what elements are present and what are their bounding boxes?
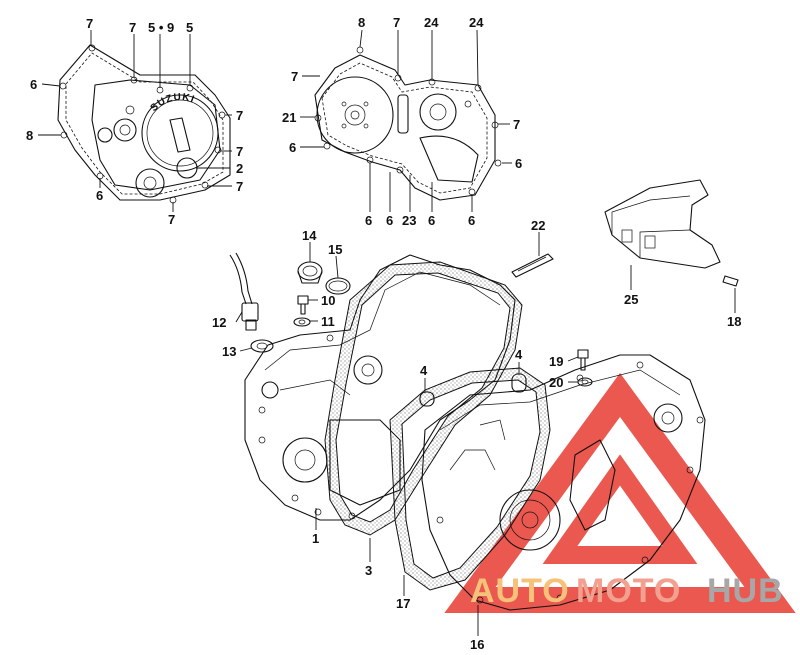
callout-c16: 16 [470, 637, 484, 652]
callout-labels: 7 7 5 • 9 5 6 8 7 7 2 7 6 7 8 7 24 24 7 … [26, 15, 741, 652]
callout-c18: 18 [727, 314, 741, 329]
callout-c3: 3 [365, 563, 372, 578]
callout-c6d: 6 [515, 156, 522, 171]
callout-c5: 5 [186, 20, 193, 35]
callout-c4b: 4 [515, 347, 523, 362]
callout-c2: 2 [236, 161, 243, 176]
callout-c7f: 7 [168, 212, 175, 227]
watermark-text: AUTO MOTO HUB [470, 572, 784, 610]
watermark-auto: AUTO [470, 572, 570, 610]
watermark-triangle [444, 372, 796, 613]
callout-c6a: 6 [30, 77, 37, 92]
callout-c7b: 7 [129, 20, 136, 35]
callout-c20: 20 [549, 375, 563, 390]
callout-c24b: 24 [469, 15, 484, 30]
callout-c6e: 6 [365, 213, 372, 228]
callout-c12: 12 [212, 315, 226, 330]
part-25-bracket [604, 179, 739, 287]
callout-c59: 5 • 9 [148, 20, 174, 35]
callout-c19: 19 [549, 354, 563, 369]
watermark-hub: HUB [707, 572, 784, 610]
callout-c7e: 7 [236, 179, 243, 194]
callout-c23: 23 [402, 213, 416, 228]
callout-c15: 15 [328, 242, 342, 257]
callout-c11: 11 [321, 314, 335, 329]
callout-c17: 17 [396, 596, 410, 611]
callout-c7g: 7 [393, 15, 400, 30]
callout-c6f: 6 [386, 213, 393, 228]
leader-lines [38, 29, 736, 636]
oil-level-dipstick [229, 252, 274, 353]
part-22-plate [511, 253, 554, 278]
crankcase-left-half [244, 254, 516, 521]
callout-c13: 13 [222, 344, 236, 359]
callout-c6c: 6 [289, 140, 296, 155]
callout-c4a: 4 [420, 363, 428, 378]
crankcase-gaskets [324, 261, 551, 591]
callout-c7h: 7 [291, 69, 298, 84]
callout-c7i: 7 [513, 117, 520, 132]
crankcase-right-half [421, 354, 706, 611]
callout-c6g: 6 [428, 213, 435, 228]
callout-c14: 14 [302, 228, 317, 243]
callout-c1: 1 [312, 531, 319, 546]
callout-c7a: 7 [86, 16, 93, 31]
callout-c24a: 24 [424, 15, 439, 30]
callout-c7c: 7 [236, 108, 243, 123]
watermark-moto: MOTO [576, 572, 681, 610]
left-cover-assembly: SUZUKI [57, 44, 231, 204]
callout-c8: 8 [26, 128, 33, 143]
right-cover-gasket-assembly [314, 46, 502, 201]
callout-c21: 21 [282, 110, 296, 125]
callout-c25: 25 [624, 292, 638, 307]
callout-c7d: 7 [236, 144, 243, 159]
callout-c22: 22 [531, 218, 545, 233]
callout-c6b: 6 [96, 188, 103, 203]
callout-c6h: 6 [468, 213, 475, 228]
cover-logo-text: SUZUKI [149, 92, 197, 114]
callout-c8b: 8 [358, 15, 365, 30]
callout-c10: 10 [321, 293, 335, 308]
